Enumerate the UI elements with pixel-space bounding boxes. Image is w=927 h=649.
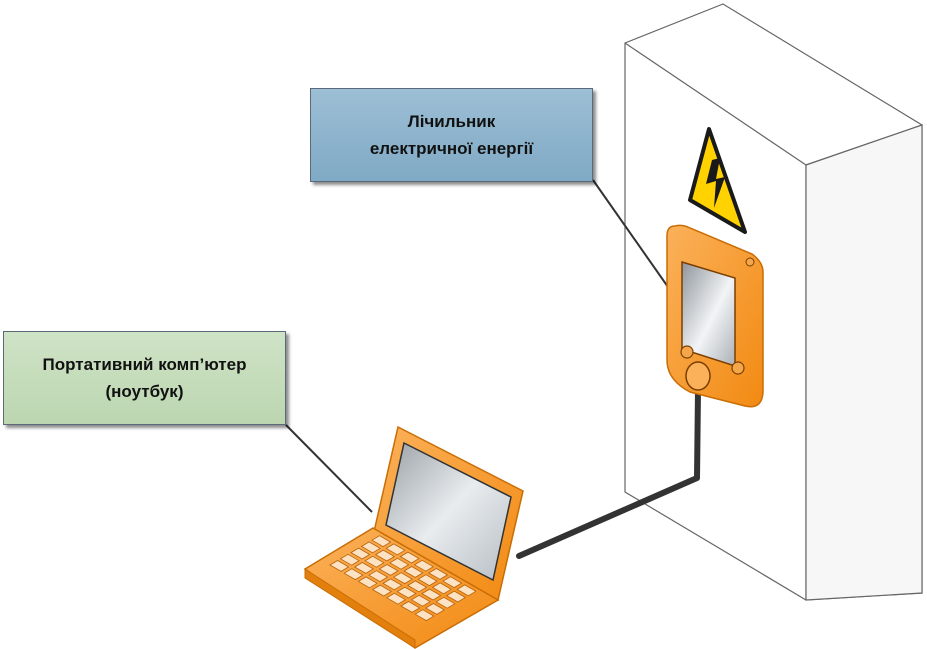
laptop-key	[378, 564, 399, 576]
laptop-key	[368, 570, 389, 583]
laptop-callout-line	[285, 424, 373, 513]
laptop-key	[445, 590, 467, 603]
laptop-label-box: Портативний комп’ютер (ноутбук)	[3, 331, 286, 425]
laptop-key	[421, 588, 442, 601]
laptop-label-line1: Портативний комп’ютер	[42, 355, 247, 374]
laptop-key	[414, 609, 435, 622]
laptop-key	[442, 576, 463, 589]
laptop-key	[360, 541, 381, 554]
laptop-key	[386, 592, 407, 605]
laptop-key	[392, 572, 413, 585]
high-voltage-warning-icon	[688, 127, 747, 234]
meter-callout-line	[592, 179, 669, 288]
laptop-key	[431, 582, 452, 595]
meter-label-box: Лічильник електричної енергії	[310, 88, 593, 182]
laptop-key	[396, 586, 417, 599]
laptop-keyboard	[329, 535, 477, 622]
laptop-key	[374, 549, 396, 562]
energy-meter-icon	[666, 224, 764, 408]
laptop-key	[456, 584, 477, 597]
laptop-key	[410, 594, 431, 607]
laptop-key	[407, 580, 428, 593]
laptop-key	[371, 535, 392, 548]
laptop-key	[329, 560, 350, 572]
laptop-key	[400, 601, 421, 613]
laptop-key	[428, 568, 449, 580]
laptop-key	[339, 553, 360, 566]
laptop-key	[403, 566, 424, 578]
laptop-icon	[303, 425, 524, 649]
laptop-key	[364, 555, 385, 568]
laptop-label-line2: (ноутбук)	[105, 382, 184, 401]
laptop-key	[343, 568, 364, 581]
laptop-key	[350, 547, 371, 560]
laptop-key	[424, 603, 446, 615]
meter-label-line1: Лічильник	[407, 112, 496, 131]
laptop-key	[389, 557, 410, 570]
laptop-key	[385, 543, 406, 556]
laptop-key	[399, 551, 420, 564]
laptop-key	[435, 596, 456, 609]
laptop-key	[357, 576, 378, 589]
laptop-key	[413, 559, 434, 572]
laptop-key	[382, 578, 403, 591]
data-cable	[516, 387, 701, 559]
laptop-key	[417, 574, 438, 587]
laptop-key	[353, 562, 375, 574]
laptop-key	[371, 584, 392, 597]
meter-label-line2: електричної енергії	[369, 139, 534, 158]
